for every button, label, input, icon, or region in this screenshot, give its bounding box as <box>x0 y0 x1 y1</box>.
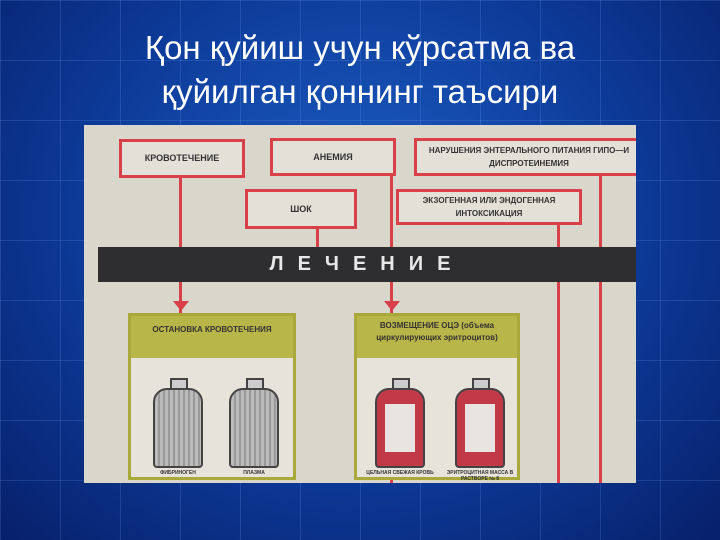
connector-line <box>316 229 319 247</box>
panel-stop-bleeding: ОСТАНОВКА КРОВОТЕЧЕНИЯ ФИБРИНОГЕН ПЛАЗМА <box>128 313 296 480</box>
title-line-2: қуйилган қоннинг таъсири <box>161 73 559 110</box>
box-intoxication: ЭКЗОГЕННАЯ ИЛИ ЭНДОГЕННАЯ ИНТОКСИКАЦИЯ <box>396 189 582 225</box>
bottle-label: ЭРИТРОЦИТНАЯ МАССА В РАСТВОРЕ № 8 <box>446 470 514 482</box>
connector-line <box>599 176 602 483</box>
title-line-1: Қон қуйиш учун кўрсатма ва <box>144 29 576 66</box>
box-nutrition: НАРУШЕНИЯ ЭНТЕРАЛЬНОГО ПИТАНИЯ ГИПО—И ДИ… <box>414 138 636 176</box>
connector-line <box>179 178 182 313</box>
box-shock: ШОК <box>245 189 357 229</box>
slide-title: Қон қуйиш учун кўрсатма ва қуйилган қонн… <box>0 26 720 114</box>
bottle-icon <box>229 378 279 468</box>
arrow-down-icon <box>384 301 400 311</box>
bottle-label: ЦЕЛЬНАЯ СВЕЖАЯ КРОВЬ <box>366 470 434 476</box>
arrow-down-icon <box>173 301 189 311</box>
box-bleeding: КРОВОТЕЧЕНИЕ <box>119 139 245 178</box>
bottle-label: ФИБРИНОГЕН <box>160 470 196 476</box>
connector-line <box>557 225 560 483</box>
treatment-band: ЛЕЧЕНИЕ <box>98 247 636 282</box>
panel-title: ВОЗМЕЩЕНИЕ ОЦЭ (объема циркулирующих эри… <box>357 316 517 358</box>
bottle-icon <box>153 378 203 468</box>
poster-photo: КРОВОТЕЧЕНИЕ АНЕМИЯ НАРУШЕНИЯ ЭНТЕРАЛЬНО… <box>84 125 636 483</box>
box-anemia: АНЕМИЯ <box>270 138 396 176</box>
panel-volume-replacement: ВОЗМЕЩЕНИЕ ОЦЭ (объема циркулирующих эри… <box>354 313 520 482</box>
blood-bottle-icon <box>455 378 505 468</box>
blood-bottle-icon <box>375 378 425 468</box>
panel-title: ОСТАНОВКА КРОВОТЕЧЕНИЯ <box>131 316 293 358</box>
bottle-label: ПЛАЗМА <box>243 470 265 476</box>
